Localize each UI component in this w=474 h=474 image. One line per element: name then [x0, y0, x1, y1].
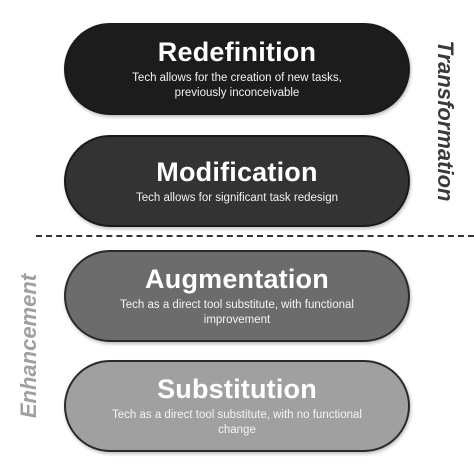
redefinition-description: Tech allows for the creation of new task…	[132, 72, 342, 99]
modification-pill: Modification Tech allows for significant…	[64, 135, 410, 227]
enhancement-group-label: Enhancement	[16, 273, 41, 419]
augmentation-description: Tech as a direct tool substitute, with f…	[120, 299, 354, 326]
redefinition-title: Redefinition	[157, 37, 317, 67]
substitution-pill: Substitution Tech as a direct tool subst…	[64, 360, 410, 452]
augmentation-title: Augmentation	[145, 264, 329, 294]
modification-title: Modification	[156, 156, 318, 187]
modification-description: Tech allows for significant task redesig…	[136, 191, 338, 204]
substitution-title: Substitution	[157, 374, 317, 404]
redefinition-pill: Redefinition Tech allows for the creatio…	[64, 23, 410, 115]
augmentation-pill: Augmentation Tech as a direct tool subst…	[64, 250, 410, 342]
substitution-description: Tech as a direct tool substitute, with n…	[112, 409, 362, 436]
transformation-group-label: Transformation	[433, 40, 458, 202]
group-divider-dashed-line	[36, 235, 474, 237]
